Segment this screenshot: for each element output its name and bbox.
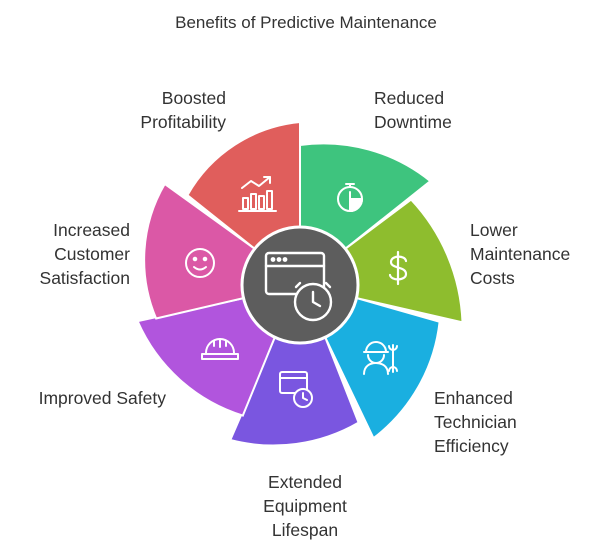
hard-hat-icon [201, 338, 239, 360]
label-boosted-profitability: Boosted Profitability [140, 88, 226, 132]
window-clock-icon [279, 371, 313, 408]
label-reduced-downtime: Reduced Downtime [374, 88, 452, 132]
center-hub [240, 225, 360, 345]
diagram-title: Benefits of Predictive Maintenance [175, 13, 437, 32]
technician-wrench-icon [363, 341, 398, 375]
label-extended-equipment-lifespan: Extended Equipment Lifespan [263, 472, 347, 540]
label-improved-safety: Improved Safety [38, 388, 166, 408]
smiley-icon [185, 248, 215, 278]
chart-growth-icon [238, 176, 277, 212]
dollar-icon [388, 250, 408, 286]
label-lower-maintenance-costs: Lower Maintenance Costs [470, 220, 571, 288]
calendar-clock-icon [264, 251, 333, 322]
label-enhanced-technician-efficiency: Enhanced Technician Efficiency [434, 388, 517, 456]
timer-icon [337, 183, 363, 212]
label-increased-customer-satisfaction: Increased Customer Satisfaction [39, 220, 130, 288]
